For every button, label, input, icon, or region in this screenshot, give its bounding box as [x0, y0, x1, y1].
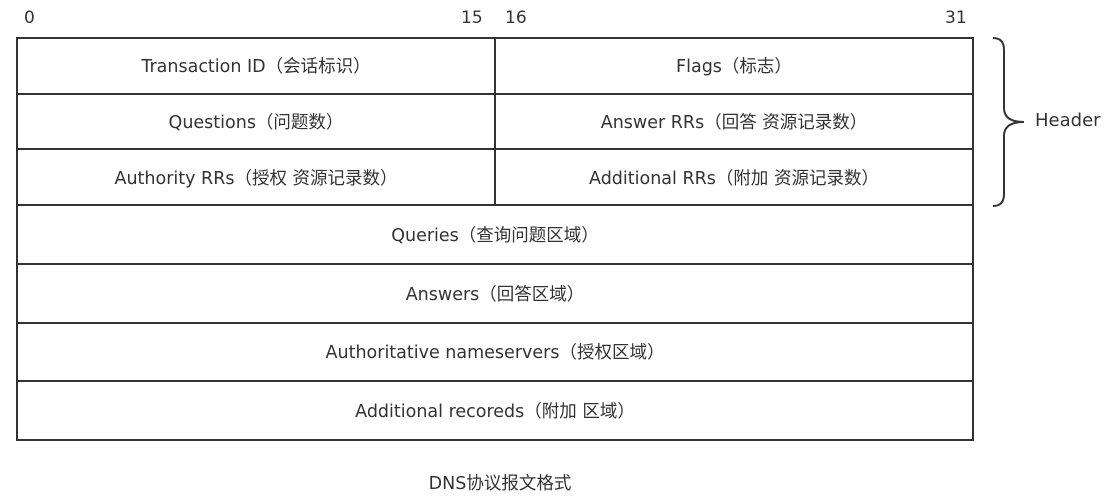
header-row-2: Questions（问题数） Answer RRs（回答 资源记录数）: [18, 94, 972, 151]
bit-label-31: 31: [945, 8, 967, 28]
diagram-caption: DNS协议报文格式: [428, 474, 572, 494]
dns-packet-diagram: Transaction ID（会话标识） Flags（标志） Questions…: [16, 37, 974, 441]
bit-label-15: 15: [461, 8, 483, 28]
additional-records-label: Additional recoreds（附加 区域）: [355, 402, 635, 423]
questions-field: Questions（问题数）: [18, 94, 496, 149]
header-row-3: Authority RRs（授权 资源记录数） Additional RRs（附…: [18, 150, 972, 207]
header-row-1: Transaction ID（会话标识） Flags（标志）: [18, 39, 972, 95]
authority-rrs-field: Authority RRs（授权 资源记录数）: [18, 150, 496, 205]
answer-rrs-field: Answer RRs（回答 资源记录数）: [600, 113, 868, 134]
answers-label: Answers（回答区域）: [405, 284, 585, 305]
answers-section: Answers（回答区域）: [18, 265, 972, 324]
authoritative-nameservers-section: Authoritative nameservers（授权区域）: [18, 324, 972, 383]
queries-section: Queries（查询问题区域）: [18, 206, 972, 265]
bit-label-0: 0: [24, 8, 35, 28]
additional-rrs-field: Additional RRs（附加 资源记录数）: [589, 168, 879, 189]
authoritative-nameservers-label: Authoritative nameservers（授权区域）: [325, 343, 665, 364]
queries-label: Queries（查询问题区域）: [391, 226, 599, 246]
header-label: Header: [1035, 110, 1101, 131]
additional-records-section: Additional recoreds（附加 区域）: [18, 382, 972, 439]
header-brace-icon: [992, 37, 1025, 207]
flags-field: Flags（标志）: [676, 57, 792, 78]
bit-label-16: 16: [505, 8, 527, 28]
transaction-id-field: Transaction ID（会话标识）: [18, 39, 496, 93]
